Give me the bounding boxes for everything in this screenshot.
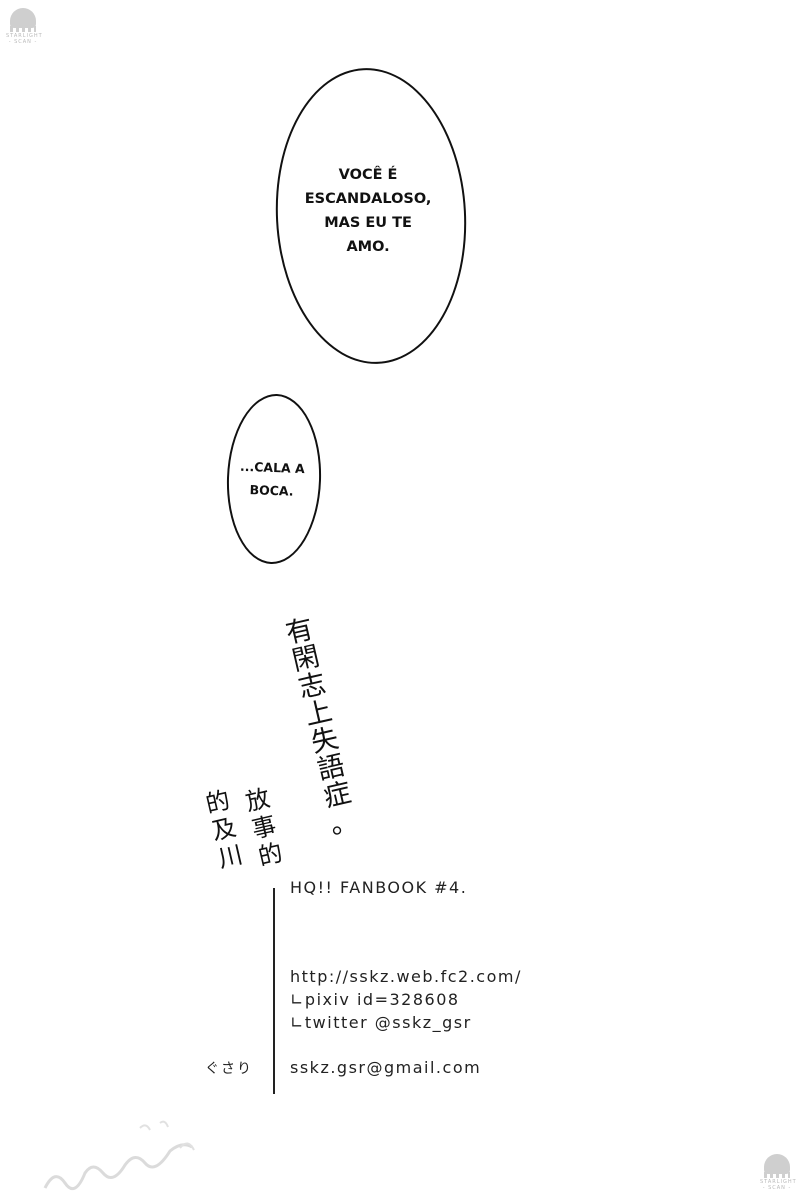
- dome-logo-icon: [764, 1154, 790, 1178]
- dome-logo-icon: [10, 8, 36, 32]
- website-url: http://sskz.web.fc2.com/: [290, 967, 522, 986]
- speech-bubble-1: VOCÊ É ESCANDALOSO, MAS EU TE AMO.: [268, 63, 474, 369]
- watermark-text: STARLIGHT - SCAN -: [6, 33, 43, 45]
- watermark-logo: STARLIGHT - SCAN -: [6, 8, 43, 45]
- email-address: sskz.gsr@gmail.com: [290, 1058, 482, 1077]
- speech-bubble-1-text: VOCÊ É ESCANDALOSO, MAS EU TE AMO.: [304, 167, 432, 256]
- credits-divider: [273, 888, 275, 1094]
- vertical-title-column-1: 有 閑 志 上 失 語 症 。: [283, 613, 361, 841]
- bleed-through-scribble: [43, 1120, 195, 1191]
- author-name: ぐさり: [205, 1061, 253, 1077]
- fanbook-title: HQ!! FANBOOK #4.: [290, 878, 468, 897]
- speech-bubble-2-text: ...CALA A BOCA.: [239, 458, 306, 499]
- watermark-logo-bottom: STARLIGHT - SCAN -: [760, 1154, 797, 1191]
- watermark-text-bottom: STARLIGHT - SCAN -: [760, 1179, 797, 1191]
- vertical-title-column-2: 的 及 川: [202, 785, 246, 874]
- twitter-handle: ∟twitter @sskz_gsr: [290, 1013, 472, 1032]
- speech-bubble-2: ...CALA A BOCA.: [224, 392, 324, 566]
- pixiv-id: ∟pixiv id=328608: [290, 990, 460, 1009]
- vertical-title-column-3: 放 事 的: [242, 783, 286, 872]
